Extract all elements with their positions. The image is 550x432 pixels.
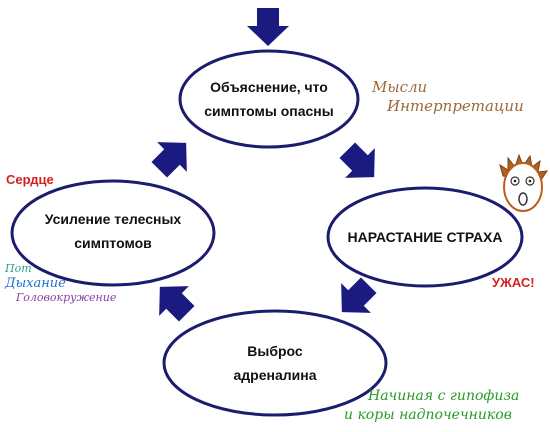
node-symptoms-shape [10,179,216,287]
horror-note: УЖАС! [492,275,535,290]
node-explanation-label: Объяснение, что симптомы опасны [204,79,334,119]
sweat-note: Пот [5,262,32,275]
node-fear-shape [326,186,524,288]
node-explanation-shape [178,49,360,149]
scared-face-icon [499,153,549,212]
sweat-label: Пот [5,262,32,275]
node-fear: НАРАСТАНИЕ СТРАХА [330,222,520,252]
node-adrenaline-shape [162,309,388,417]
node-adrenaline-label: Выброс адреналина [233,343,317,383]
horror-label: УЖАС! [492,275,535,290]
thoughts-label: Мысли [372,78,428,96]
source-label-line1: Начиная с гипофиза [368,388,520,404]
interpretations-note: Интерпретации [387,97,524,115]
breathing-label: Дыхание [5,276,66,291]
node-fear-label: НАРАСТАНИЕ СТРАХА [347,229,503,245]
thoughts-note: Мысли [372,78,427,96]
breathing-note: Дыхание [5,276,66,291]
heart-note: Сердце [6,172,54,187]
source-note-line1: Начиная с гипофиза [368,388,519,404]
source-label-line2: и коры надпочечников [344,407,512,423]
node-explanation: Объяснение, что симптомы опасны [189,66,349,132]
node-symptoms: Усиление телесных симптомов [16,198,210,264]
dizziness-note: Головокружение [16,291,116,304]
dizziness-label: Головокружение [16,291,117,304]
arrow-diagonal-icon [144,128,201,185]
node-adrenaline: Выброс адреналина [215,334,335,392]
heart-label: Сердце [6,172,54,187]
node-symptoms-label: Усиление телесных симптомов [44,211,182,251]
arrow-down-icon [247,8,289,46]
source-note-line2: и коры надпочечников [344,407,512,423]
interpretations-label: Интерпретации [387,97,524,115]
arrow-diagonal-icon [332,135,389,192]
